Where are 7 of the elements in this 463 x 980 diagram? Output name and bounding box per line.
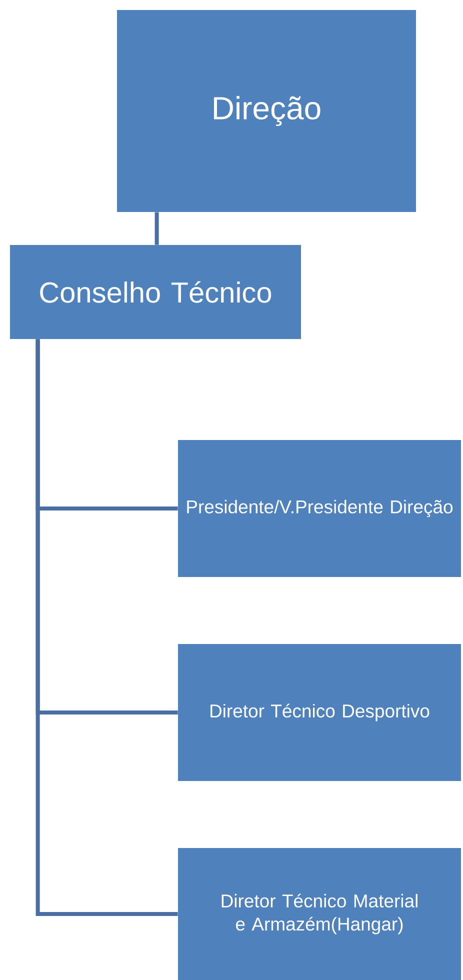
connector-line <box>36 339 178 916</box>
org-box: Direção <box>117 10 416 212</box>
org-box: Conselho Técnico <box>10 245 301 339</box>
org-box: Diretor Técnico Desportivo <box>178 644 461 781</box>
org-box: Presidente/V.Presidente Direção <box>178 440 461 577</box>
connector-line <box>154 212 159 245</box>
org-box: Diretor Técnico Material e Armazém(Hangar) <box>178 848 461 980</box>
